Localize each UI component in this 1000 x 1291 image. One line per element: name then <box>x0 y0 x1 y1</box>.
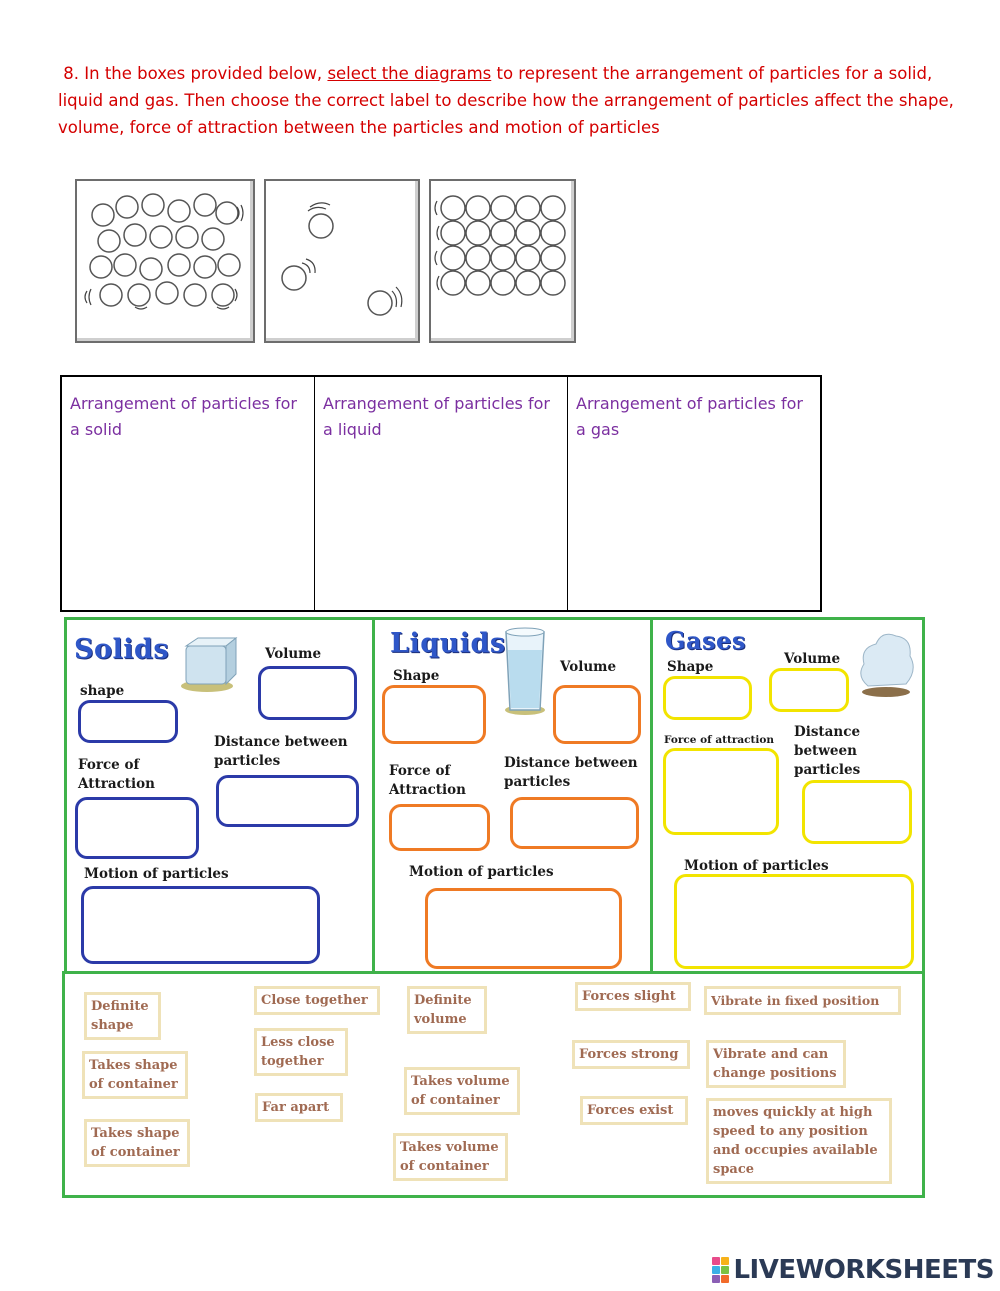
option-vibrate-and-can-change-positions[interactable]: Vibrate and can change positions <box>706 1040 846 1088</box>
solids-shape-dropzone[interactable] <box>78 700 178 743</box>
option-forces-slight[interactable]: Forces slight <box>575 982 691 1011</box>
solid-particles-diagram[interactable] <box>429 179 576 343</box>
gases-motion-label: Motion of particles <box>684 858 829 874</box>
liquids-volume-dropzone[interactable] <box>553 685 641 744</box>
arrangement-gas-dropzone[interactable]: Arrangement of particles for a gas <box>568 377 820 610</box>
option-far-apart[interactable]: Far apart <box>255 1093 343 1122</box>
liveworksheets-logo-icon <box>712 1257 730 1283</box>
gases-volume-label: Volume <box>784 651 841 667</box>
option-takes-volume-of-container-2[interactable]: Takes volume of container <box>393 1133 508 1181</box>
solids-volume-label: Volume <box>265 646 322 662</box>
option-definite-volume[interactable]: Definite volume <box>407 986 487 1034</box>
liquid-particles-diagram[interactable] <box>75 179 255 343</box>
gases-shape-label: Shape <box>667 659 714 675</box>
arrangement-solid-label: Arrangement of particles for a solid <box>70 394 297 439</box>
gases-distance-label: Distance between particles <box>794 724 861 778</box>
instruction-part2: to represent the arrangement of particle… <box>58 64 954 137</box>
gases-force-label: Force of attraction <box>664 734 775 746</box>
solids-distance-label: Distance between particles <box>214 734 348 769</box>
option-forces-exist[interactable]: Forces exist <box>580 1096 688 1125</box>
option-takes-shape-of-container-1[interactable]: Takes shape of container <box>82 1051 188 1099</box>
liquids-motion-label: Motion of particles <box>409 864 554 880</box>
gas-particles-diagram[interactable] <box>264 179 420 343</box>
gases-motion-dropzone[interactable] <box>674 874 914 969</box>
liquids-force-dropzone[interactable] <box>389 804 490 851</box>
solids-distance-dropzone[interactable] <box>216 775 359 827</box>
liquids-volume-label: Volume <box>560 659 617 675</box>
option-vibrate-in-fixed-position[interactable]: Vibrate in fixed position <box>704 986 901 1015</box>
gases-force-dropzone[interactable] <box>663 748 779 835</box>
liquids-title: Liquids <box>390 628 506 659</box>
gas-particles-image <box>281 202 403 316</box>
liquids-motion-dropzone[interactable] <box>425 888 622 969</box>
solids-motion-dropzone[interactable] <box>81 886 320 964</box>
gases-volume-dropzone[interactable] <box>769 668 849 712</box>
instruction-underlined: select the diagrams <box>327 64 492 83</box>
liquids-distance-label: Distance between particles <box>504 755 638 790</box>
solids-volume-dropzone[interactable] <box>258 666 357 720</box>
solids-shape-label: shape <box>80 683 125 699</box>
gases-title: Gases <box>665 626 746 655</box>
liveworksheets-brand: LIVEWORKSHEETS <box>712 1255 994 1285</box>
arrangement-liquid-label: Arrangement of particles for a liquid <box>323 394 550 439</box>
cloud-gas-icon <box>860 633 914 697</box>
liquids-force-label: Force of Attraction <box>389 763 466 798</box>
ice-cube-icon <box>181 636 238 692</box>
option-takes-shape-of-container-2[interactable]: Takes shape of container <box>84 1119 190 1167</box>
liquids-shape-label: Shape <box>393 668 440 684</box>
arrangement-table: Arrangement of particles for a solid Arr… <box>60 375 822 612</box>
solids-force-dropzone[interactable] <box>75 797 199 859</box>
option-takes-volume-of-container-1[interactable]: Takes volume of container <box>404 1067 520 1115</box>
question-number: 8. <box>63 64 79 83</box>
option-close-together[interactable]: Close together <box>254 986 380 1015</box>
solids-force-label: Force of Attraction <box>78 757 155 792</box>
option-less-close-together[interactable]: Less close together <box>254 1028 348 1076</box>
option-forces-strong[interactable]: Forces strong <box>572 1040 690 1069</box>
option-moves-quickly[interactable]: moves quickly at high speed to any posit… <box>706 1098 892 1184</box>
liquid-particles-image <box>84 193 244 310</box>
solids-motion-label: Motion of particles <box>84 866 229 882</box>
instruction-part1: In the boxes provided below, <box>84 64 323 83</box>
solid-particles-image <box>434 195 566 296</box>
solids-title: Solids <box>74 634 170 665</box>
arrangement-gas-label: Arrangement of particles for a gas <box>576 394 803 439</box>
instruction-text: 8. In the boxes provided below, select t… <box>58 60 958 141</box>
options-panel <box>62 971 925 1198</box>
brand-name: LIVEWORKSHEETS <box>733 1255 994 1285</box>
liquids-shape-dropzone[interactable] <box>382 685 486 744</box>
option-definite-shape[interactable]: Definite shape <box>84 992 161 1040</box>
arrangement-solid-dropzone[interactable]: Arrangement of particles for a solid <box>62 377 315 610</box>
glass-of-water-icon <box>505 627 545 715</box>
gases-distance-dropzone[interactable] <box>802 780 912 844</box>
arrangement-liquid-dropzone[interactable]: Arrangement of particles for a liquid <box>315 377 568 610</box>
liquids-distance-dropzone[interactable] <box>510 797 639 849</box>
gases-shape-dropzone[interactable] <box>663 676 752 720</box>
